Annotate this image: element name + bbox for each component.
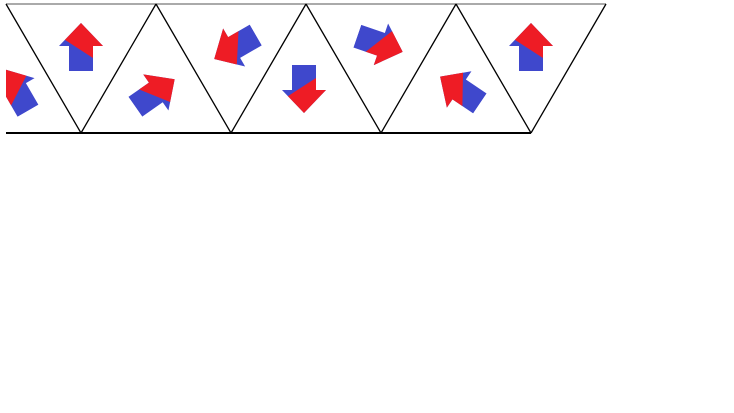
arrow-red-half <box>122 61 188 113</box>
diagonal-edge <box>155 3 232 134</box>
diagonal-edge <box>305 3 382 134</box>
split-arrow <box>122 61 188 125</box>
grid-lines <box>5 3 607 134</box>
diagonal-edge <box>455 3 532 134</box>
split-arrow <box>350 15 410 73</box>
split-arrow <box>59 23 103 71</box>
split-arrow <box>509 23 553 71</box>
diagonal-edge <box>380 3 457 134</box>
diagonal-edge <box>530 3 607 134</box>
arrow-red-half <box>203 15 241 79</box>
split-arrow <box>282 65 326 113</box>
arrow-red-half <box>427 58 464 122</box>
diagonal-edge <box>230 3 307 134</box>
arrow-red-half <box>350 15 410 73</box>
split-arrow <box>427 58 493 122</box>
arrow-layer <box>6 15 553 125</box>
diagonal-edge <box>80 3 157 134</box>
diagonal-edge <box>5 3 82 134</box>
split-arrow <box>203 15 267 79</box>
